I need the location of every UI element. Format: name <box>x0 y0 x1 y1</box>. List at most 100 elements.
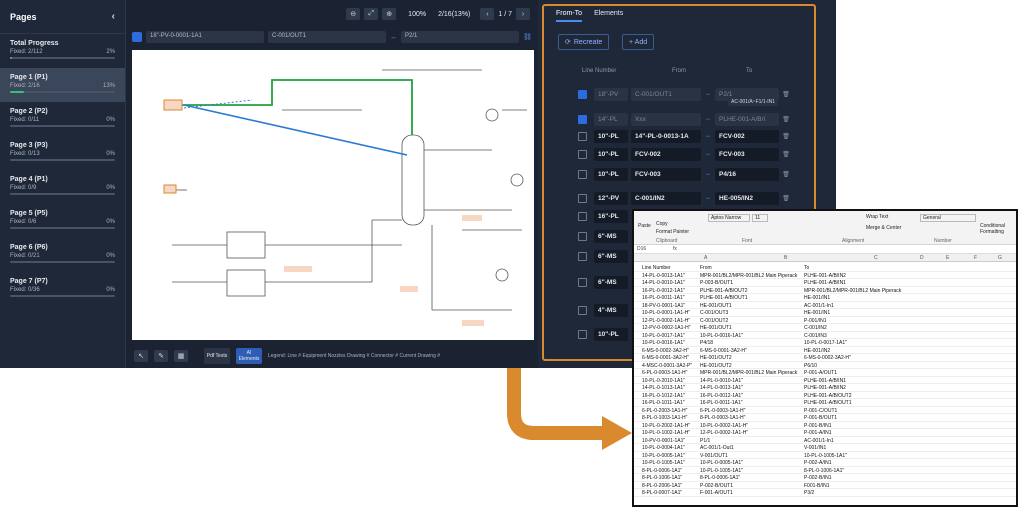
to-cell[interactable]: FCV-002 <box>715 129 779 143</box>
next-page-icon[interactable]: › <box>516 8 530 20</box>
name-box[interactable]: D16 <box>637 246 647 252</box>
line-number-cell[interactable]: 18"-PV <box>594 87 628 101</box>
to-field[interactable]: P2/1 <box>401 31 519 43</box>
cell-a[interactable]: Line Number <box>642 265 671 271</box>
from-to-row[interactable]: 6"-MS <box>578 274 808 290</box>
line-number-cell[interactable]: 12"-PV <box>594 191 628 205</box>
cell-b[interactable]: 6-PL-0-0003-1A1-H" <box>700 407 746 414</box>
cell-b[interactable]: AC-001/1-Out1 <box>700 445 734 451</box>
cell-b[interactable]: P4/18 <box>700 340 714 346</box>
row-checkbox[interactable] <box>578 193 587 203</box>
recreate-button[interactable]: ⟳ Recreate <box>558 34 610 50</box>
to-cell[interactable]: P4/16 <box>715 167 779 181</box>
row-checkbox[interactable] <box>578 169 587 179</box>
line-number-cell[interactable]: 10"-PL <box>594 167 628 181</box>
cell-c[interactable]: HE-001/IN2 <box>804 347 831 354</box>
cell-a[interactable]: 18-PV-0-0001-1A1" <box>642 302 686 309</box>
cell-a[interactable]: 10-PL-0-0017-1A1" <box>642 332 685 339</box>
row-checkbox[interactable] <box>578 131 587 141</box>
cell-a[interactable]: 14-PL-0-0010-1A1" <box>642 280 685 286</box>
cell-c[interactable]: 8-PL-0-1006-1A1" <box>804 467 845 474</box>
cell-c[interactable]: PLHE-001-A/B/IN1 <box>804 377 846 384</box>
from-cell[interactable]: Xxx <box>631 112 701 126</box>
cell-a[interactable]: 8-PL-0-2006-1A1" <box>642 482 683 489</box>
line-number-field[interactable]: 18"-PV-0-0001-1A1 <box>146 31 264 43</box>
line-number-cell[interactable]: 4"-MS <box>594 303 628 317</box>
cell-b[interactable]: HE-001/OUT2 <box>700 355 732 361</box>
to-cell[interactable]: PLHE-001-A/B/I <box>715 112 779 126</box>
cell-c[interactable]: 10-PL-0-0017-1A1" <box>804 340 847 346</box>
from-cell[interactable]: FCV-003 <box>631 167 701 181</box>
cell-b[interactable]: 10-PL-0-1005-1A1" <box>700 467 743 474</box>
column-letter[interactable]: B <box>784 255 788 261</box>
cell-c[interactable]: P3/2 <box>804 490 815 496</box>
tab-from-to[interactable]: From-To <box>556 10 583 22</box>
cell-b[interactable]: C-001/OUT2 <box>700 317 729 324</box>
cell-a[interactable]: 4-MSC-0-0001-3A2-P" <box>642 362 693 369</box>
line-number-cell[interactable]: 6"-MS <box>594 229 628 243</box>
pen-tool-icon[interactable]: ✎ <box>154 350 168 362</box>
cell-c[interactable]: P-002-B/IN1 <box>804 475 832 481</box>
cell-c[interactable]: PLHE-001-A/B/IN1 <box>804 280 846 286</box>
cell-b[interactable]: P-002-B/OUT1 <box>700 482 734 489</box>
cell-b[interactable]: 10-PL-0-0005-1A1" <box>700 460 743 466</box>
to-cell[interactable]: P2/1 <box>715 87 779 101</box>
column-letter[interactable]: E <box>946 255 950 261</box>
cell-b[interactable]: C-001/OUT3 <box>700 310 729 316</box>
cell-a[interactable]: 10-PL-0-0004-1A1" <box>642 445 685 451</box>
cell-b[interactable]: HE-001/OUT1 <box>700 302 732 309</box>
cell-b[interactable]: PLHE-001-A/B/OUT2 <box>700 287 748 294</box>
from-to-row[interactable]: 6"-MS <box>578 248 808 264</box>
cell-c[interactable]: P-001-B/OUT1 <box>804 415 838 421</box>
cell-a[interactable]: 6-PL-0-0003-1A1-H" <box>642 370 688 376</box>
cell-c[interactable]: 10-PL-0-1005-1A1" <box>804 452 847 459</box>
row-checkbox[interactable] <box>578 231 587 241</box>
from-cell[interactable]: C-001/IN2 <box>631 191 701 205</box>
row-checkbox[interactable] <box>578 329 587 339</box>
from-cell[interactable]: 14"-PL-0-0013-1A <box>631 129 701 143</box>
conditional-formatting-button[interactable]: Conditional Formatting <box>980 223 1006 235</box>
column-letter[interactable]: D <box>920 255 924 261</box>
cell-a[interactable]: 10-PL-0-0016-1A1" <box>642 340 685 346</box>
cell-a[interactable]: 8-PL-0-0007-1A1" <box>642 490 683 496</box>
cell-a[interactable]: 16-PL-0-1012-1A1" <box>642 392 685 399</box>
cell-c[interactable]: PLHE-001-A/B/IN2 <box>804 385 846 391</box>
cell-a[interactable]: 10-PL-0-0005-1A1" <box>642 452 685 459</box>
line-number-cell[interactable]: 10"-PL <box>594 327 628 341</box>
row-checkbox[interactable] <box>578 211 587 221</box>
merge-center-button[interactable]: Merge & Center <box>866 225 902 231</box>
cell-c[interactable]: HE-001/IN1 <box>804 310 831 316</box>
trash-icon[interactable]: 🗑 <box>782 195 790 202</box>
cell-c[interactable]: P-001-A/OUT1 <box>804 370 838 376</box>
add-button[interactable]: + Add <box>622 34 655 50</box>
cell-b[interactable]: P1/1 <box>700 437 711 444</box>
zoom-in-icon[interactable]: ⊕ <box>382 8 397 20</box>
row-checkbox[interactable] <box>578 305 587 315</box>
trash-icon[interactable]: 🗑 <box>782 171 790 178</box>
pointer-tool-icon[interactable]: ↖ <box>134 350 148 362</box>
cell-a[interactable]: 16-PL-0-1011-1A1" <box>642 400 685 406</box>
row-checkbox[interactable] <box>578 89 587 99</box>
cell-c[interactable]: P6/10 <box>804 362 818 369</box>
cell-a[interactable]: 16-PL-0-0011-1A1" <box>642 295 685 301</box>
cell-c[interactable]: F001-B/IN1 <box>804 482 830 489</box>
format-painter-button[interactable]: Format Painter <box>656 229 690 235</box>
cell-a[interactable]: 8-PL-0-1006-1A1" <box>642 475 683 481</box>
column-letter[interactable]: F <box>974 255 978 261</box>
row-checkbox[interactable] <box>578 149 587 159</box>
cell-c[interactable]: AC-001/1-In1 <box>804 302 834 309</box>
line-number-cell[interactable]: 6"-MS <box>594 275 628 289</box>
line-number-cell[interactable]: 10"-PL <box>594 147 628 161</box>
trash-icon[interactable]: 🗑 <box>782 116 790 123</box>
cell-c[interactable]: P-001-B/IN1 <box>804 422 832 429</box>
wrap-text-button[interactable]: Wrap Text <box>866 214 889 220</box>
